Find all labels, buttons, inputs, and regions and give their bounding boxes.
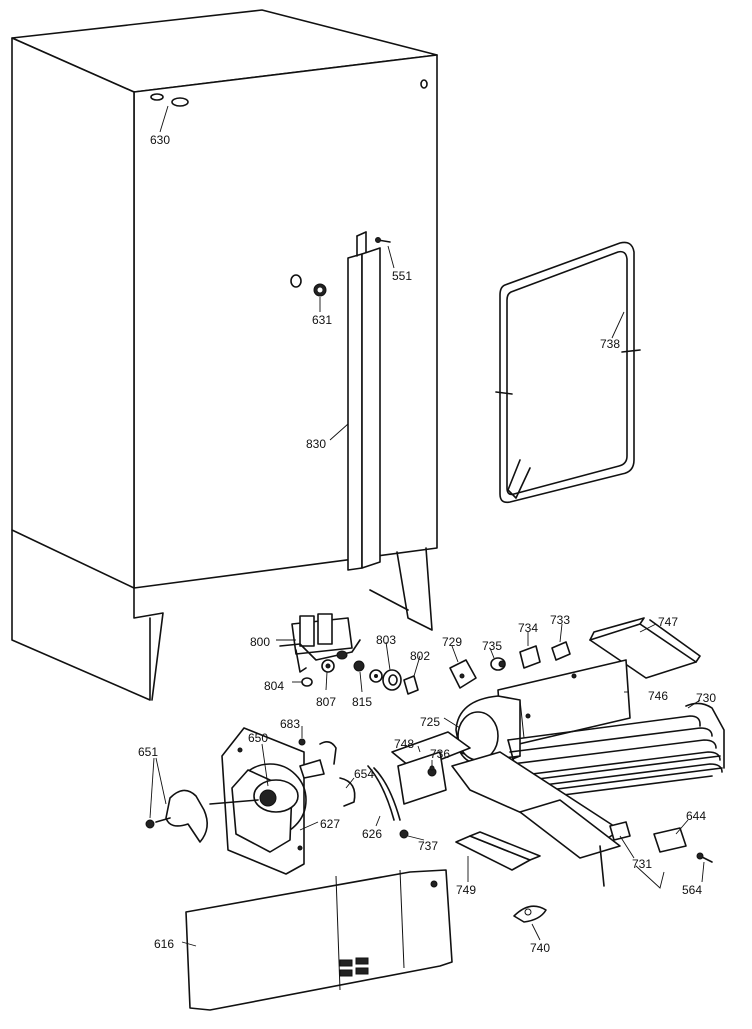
label-800: 800 xyxy=(250,635,270,649)
label-733: 733 xyxy=(550,613,570,627)
gasket-loop-738 xyxy=(495,241,641,504)
label-616: 616 xyxy=(154,937,174,951)
label-737: 737 xyxy=(418,839,438,853)
fan-blade-651 xyxy=(145,789,208,843)
label-644: 644 xyxy=(686,809,706,823)
brackets-731-644 xyxy=(609,821,713,863)
label-749: 749 xyxy=(456,883,476,897)
label-830: 830 xyxy=(306,437,326,451)
label-735: 735 xyxy=(482,639,502,653)
label-802: 802 xyxy=(410,649,430,663)
fan-motor-assembly xyxy=(209,727,307,875)
motor-brackets xyxy=(298,738,409,839)
leader-lines xyxy=(149,105,705,947)
access-cover-616 xyxy=(185,869,453,1011)
label-747: 747 xyxy=(658,615,678,629)
label-807: 807 xyxy=(316,695,336,709)
label-804: 804 xyxy=(264,679,284,693)
label-731: 731 xyxy=(632,857,652,871)
fittings xyxy=(301,659,419,695)
label-746: 746 xyxy=(648,689,668,703)
label-740: 740 xyxy=(530,941,550,955)
shield-749 xyxy=(455,831,541,871)
channel-830 xyxy=(347,231,381,571)
label-729: 729 xyxy=(442,635,462,649)
label-630: 630 xyxy=(150,133,170,147)
label-650: 650 xyxy=(248,731,268,745)
label-815: 815 xyxy=(352,695,372,709)
label-626: 626 xyxy=(362,827,382,841)
label-725: 725 xyxy=(420,715,440,729)
label-736: 736 xyxy=(430,747,450,761)
label-683: 683 xyxy=(280,717,300,731)
relay-parts xyxy=(449,641,571,689)
label-730: 730 xyxy=(696,691,716,705)
label-564: 564 xyxy=(682,883,702,897)
label-654: 654 xyxy=(354,767,374,781)
water-valve-800 xyxy=(279,613,361,673)
label-734: 734 xyxy=(518,621,538,635)
label-631: 631 xyxy=(312,313,332,327)
part-labels: 630 551 631 738 830 800 803 802 729 735 … xyxy=(138,133,716,955)
bracket-747 xyxy=(589,617,701,679)
base-frame-748 xyxy=(391,731,621,887)
clip-740 xyxy=(513,905,547,923)
label-627: 627 xyxy=(320,817,340,831)
label-551: 551 xyxy=(392,269,412,283)
label-651: 651 xyxy=(138,745,158,759)
label-738: 738 xyxy=(600,337,620,351)
label-748: 748 xyxy=(394,737,414,751)
label-803: 803 xyxy=(376,633,396,647)
